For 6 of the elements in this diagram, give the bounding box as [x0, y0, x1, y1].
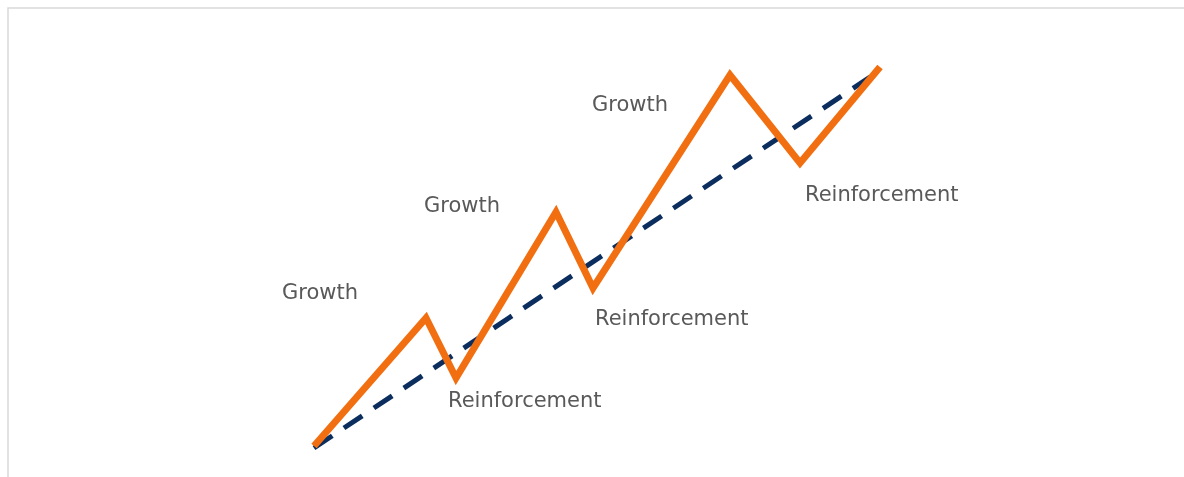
phase-label: Growth — [424, 193, 500, 219]
phase-label: Growth — [592, 92, 668, 118]
phase-label: Growth — [282, 280, 358, 306]
phase-label: Reinforcement — [805, 182, 959, 208]
phase-label: Reinforcement — [595, 306, 749, 332]
phase-label: Reinforcement — [448, 388, 602, 414]
